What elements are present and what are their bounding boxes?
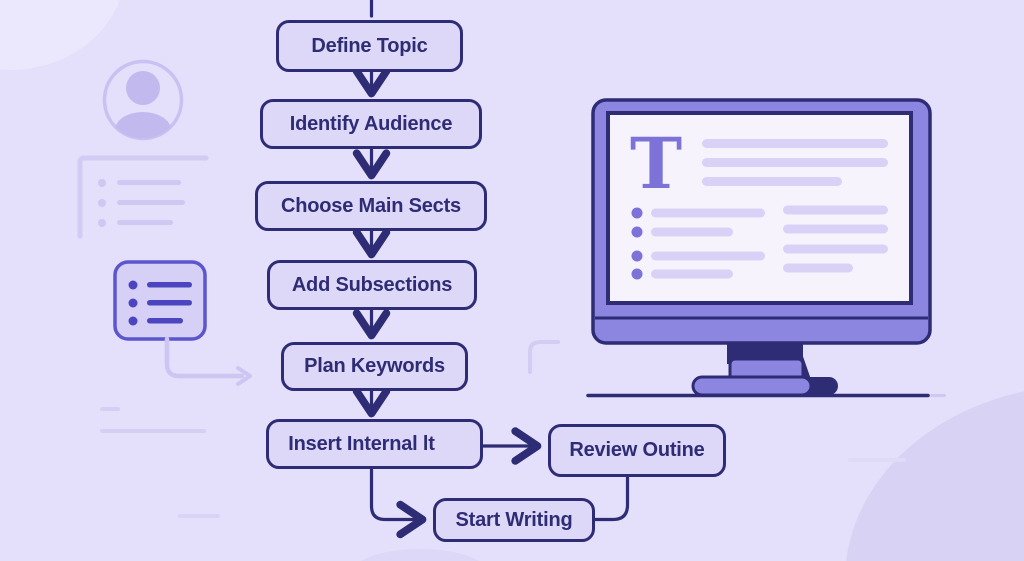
flow-node-identify-audience: Identify Audience — [260, 99, 482, 149]
flow-node-label: Review Outine — [569, 439, 705, 461]
flow-connectors — [352, 0, 630, 539]
edge-review-start — [593, 475, 630, 522]
flow-node-review-outine: Review Outine — [548, 424, 726, 477]
screen-letter: T — [630, 122, 682, 205]
flow-node-label: Identify Audience — [289, 112, 453, 135]
flow-node-start-writing: Start Writing — [433, 498, 595, 542]
edge-insert-start — [369, 467, 427, 539]
faint-curved-arrow — [164, 336, 252, 386]
avatar-icon — [102, 59, 184, 141]
flow-node-add-subsections: Add Subsections — [267, 260, 477, 310]
corner-blob-top-left — [0, 0, 120, 70]
background-streaks — [100, 340, 906, 518]
monitor-illustration: T — [586, 98, 946, 398]
flow-node-label: Add Subsections — [291, 273, 453, 296]
flow-node-label: Plan Keywords — [304, 355, 445, 377]
screen-right-column-lines — [783, 205, 888, 273]
flow-node-insert-internal-lt: Insert Internal lt — [266, 419, 601, 469]
flow-node-label: Start Writing — [455, 508, 573, 531]
flow-node-choose-main-sects: Choose Main Sects — [255, 181, 487, 231]
screen-document: T — [630, 122, 888, 280]
flow-node-label: Insert Internal lt — [288, 432, 435, 455]
flow-node-label: Define Topic — [311, 34, 428, 57]
list-card-icon — [113, 260, 207, 341]
flow-node-define-topic: Define Topic — [276, 20, 463, 72]
corner-blob-bottom-right — [846, 391, 1024, 561]
screen-bullet-list — [631, 207, 765, 280]
blob-bottom-center — [361, 549, 479, 561]
flow-node-label: Choose Main Sects — [281, 194, 461, 217]
flow-node-plan-keywords: Plan Keywords — [281, 342, 468, 391]
screen-heading-lines — [702, 139, 888, 186]
faint-list-sketch — [77, 155, 209, 239]
